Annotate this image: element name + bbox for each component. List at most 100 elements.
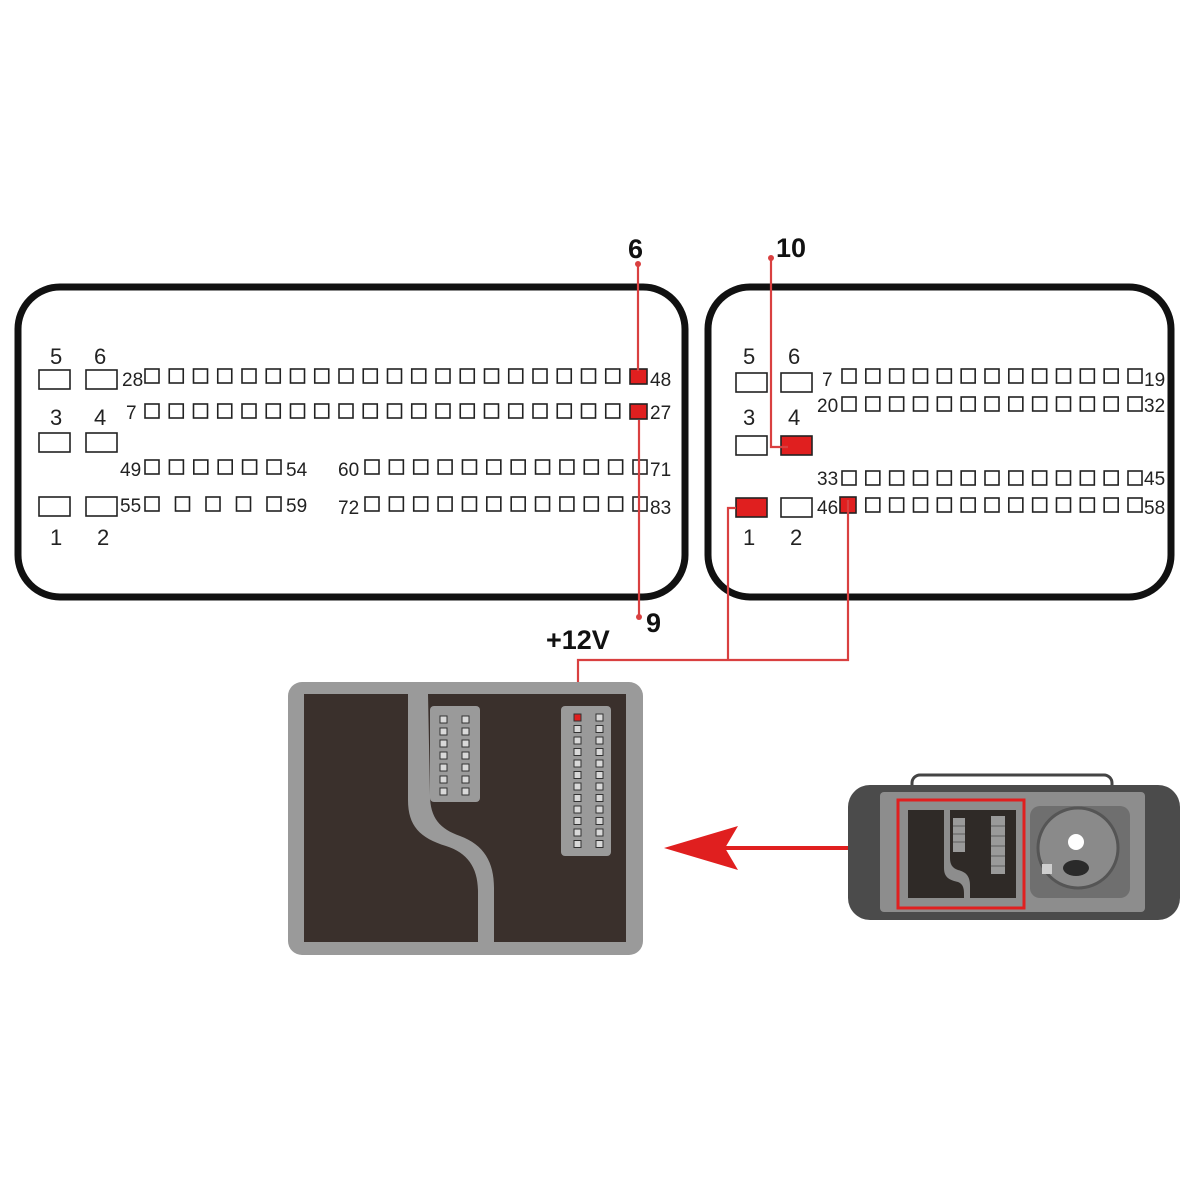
left-row2-pin-13: [435, 403, 451, 419]
left-row4b-pin-9: [559, 496, 575, 512]
left-row2-pin-9: [338, 403, 354, 419]
right-large-pin-4: [780, 435, 813, 456]
right-row2-pin-11: [1079, 396, 1096, 412]
right-row3-pin-10: [1055, 470, 1072, 486]
left-row3b-end-label: 71: [650, 460, 671, 481]
wire-end-pin-6: [635, 261, 641, 267]
right-connector: 5 6 3 4 1 2 7 19 20 32 33 45 46 58: [704, 283, 1175, 601]
port-left-pin: [461, 739, 470, 748]
left-row4b-pin-1: [364, 496, 380, 512]
port-right-pin: [573, 828, 582, 837]
port-right-pin: [595, 828, 604, 837]
port-right-pin: [595, 736, 604, 745]
port-right-pin: [573, 736, 582, 745]
left-row1-pin-3: [192, 368, 209, 384]
left-row4b-pin-2: [388, 496, 405, 512]
port-left-pin: [439, 751, 448, 760]
left-row4a-end-label: 59: [286, 496, 307, 517]
wire-end-pin-9: [636, 614, 642, 620]
right-row2-pin-9: [1031, 396, 1048, 412]
right-row4-pin-6: [960, 497, 976, 513]
left-row4a-pin-3: [205, 496, 221, 512]
wire-end-pin-10: [768, 255, 774, 261]
left-row2-pin-18: [556, 403, 573, 419]
left-row2-pin-21: [629, 403, 648, 420]
right-row2-end-label: 32: [1144, 396, 1165, 417]
right-row4-pin-4: [912, 497, 929, 513]
left-row2-pin-7: [289, 403, 306, 419]
wire-pin-10: [769, 258, 788, 449]
left-row4b-pin-11: [607, 496, 624, 512]
right-row2-pin-12: [1103, 396, 1119, 412]
port-left-pin: [439, 775, 448, 784]
right-row1-pin-2: [865, 368, 881, 384]
left-row2-start-label: 7: [126, 403, 137, 424]
right-pin-grid: [735, 368, 1143, 518]
callout-pin-9: 9: [646, 608, 661, 638]
left-row4a-start-label: 55: [120, 496, 141, 517]
left-row3a-end-label: 54: [286, 460, 308, 481]
port-left-pin: [461, 763, 470, 772]
left-row2-pin-15: [483, 403, 500, 419]
right-row4-pin-13: [1127, 497, 1143, 513]
right-row3-pin-9: [1031, 470, 1048, 486]
left-row1-pin-21: [629, 368, 648, 385]
right-connector-housing: [704, 283, 1175, 601]
right-large-pin-6-label: 6: [788, 344, 800, 369]
left-row2-pin-10: [362, 403, 379, 419]
right-row1-pin-7: [984, 368, 1000, 384]
right-row1-pin-3: [888, 368, 905, 384]
right-row1-pin-1: [841, 368, 857, 384]
left-large-pin-5: [38, 369, 71, 390]
right-row1-pin-11: [1079, 368, 1096, 384]
right-row4-end-label: 58: [1144, 498, 1165, 519]
port-left-pin: [461, 715, 470, 724]
port-right-pin: [573, 805, 582, 814]
right-row2-pin-8: [1008, 396, 1024, 412]
right-large-pin-5-label: 5: [743, 344, 755, 369]
left-row1-end-label: 48: [650, 370, 671, 391]
left-row4b-pin-6: [486, 496, 502, 512]
right-large-pin-3: [735, 435, 768, 456]
right-row3-pin-8: [1008, 470, 1024, 486]
right-row2-pin-3: [888, 396, 905, 412]
left-connector: 5 6 3 4 1 2 28 48 7 27 49 54 60 71 55 59…: [14, 283, 689, 601]
left-connector-housing: [14, 283, 689, 601]
right-row1-pin-4: [912, 368, 929, 384]
port-right-pin: [573, 771, 582, 779]
left-row1-start-label: 28: [122, 370, 143, 391]
port-left-pin: [439, 787, 448, 796]
adapter-port-icon: [288, 682, 643, 955]
left-row3b-pin-8: [534, 459, 551, 475]
port-right-pin: [595, 817, 604, 825]
left-row1-pin-10: [362, 368, 379, 384]
left-row4a-pin-1: [144, 496, 160, 512]
left-large-pin-4-label: 4: [94, 405, 106, 430]
right-large-pin-4-label: 4: [788, 405, 800, 430]
port-right-pin: [595, 713, 604, 722]
right-row3-pin-1: [841, 470, 857, 486]
left-large-pin-6-label: 6: [94, 344, 106, 369]
right-large-pin-2-label: 2: [790, 525, 802, 550]
right-row4-pin-7: [984, 497, 1000, 513]
right-row1-end-label: 19: [1144, 370, 1165, 391]
left-row3b-pin-5: [461, 459, 478, 475]
programmer-device-icon: [848, 773, 1180, 920]
port-left-pin: [439, 715, 448, 724]
right-large-pin-3-label: 3: [743, 405, 755, 430]
right-large-pin-5: [735, 372, 768, 393]
right-row3-start-label: 33: [817, 469, 838, 490]
right-row4-pin-2: [865, 497, 881, 513]
left-row2-pin-20: [604, 403, 621, 419]
left-row3a-pin-3: [193, 459, 209, 475]
left-row4b-end-label: 83: [650, 498, 671, 519]
right-large-pin-6: [780, 372, 813, 393]
left-row3b-pin-1: [364, 459, 380, 475]
port-left-pin: [461, 775, 470, 784]
right-row1-pin-8: [1008, 368, 1024, 384]
left-row4b-pin-3: [412, 496, 429, 512]
left-large-pin-4: [85, 432, 118, 453]
right-row1-pin-13: [1127, 368, 1143, 384]
port-right-pin: [573, 817, 582, 825]
left-row1-pin-4: [216, 368, 233, 384]
